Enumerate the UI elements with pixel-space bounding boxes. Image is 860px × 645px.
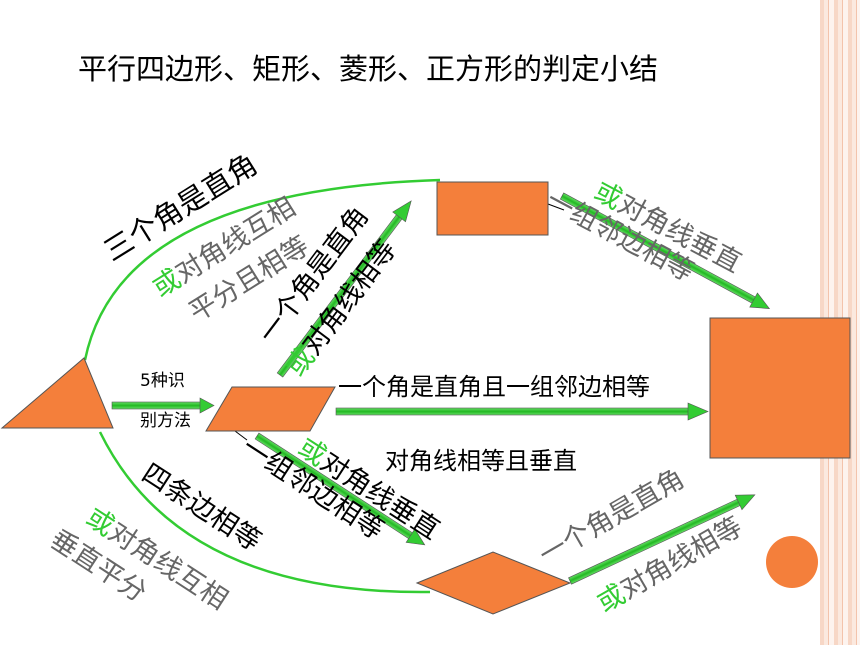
para-to-square-line2: 对角线相等且垂直 <box>385 447 577 475</box>
rhombus-shape <box>415 551 572 615</box>
arrow-para-to-square <box>335 402 709 421</box>
page-title: 平行四边形、矩形、菱形、正方形的判定小结 <box>78 52 658 86</box>
decorative-circle <box>766 536 818 588</box>
arrow-para-to-rect <box>276 200 412 378</box>
arrow-rect-to-square <box>559 192 771 309</box>
arrow-para-to-rhombus <box>254 432 426 546</box>
rectangle-shape <box>436 181 549 236</box>
methods-label-line1: 5种识 <box>140 371 185 391</box>
quadrilateral-shape <box>0 357 114 429</box>
arrow-rhombus-to-square <box>568 494 756 585</box>
parallelogram-shape <box>205 386 336 432</box>
para-to-square-line1: 一个角是直角且一组邻边相等 <box>338 373 650 401</box>
quad-to-rect-curve <box>83 178 441 361</box>
quad-to-rhombus-curve <box>98 431 431 594</box>
connector-line <box>547 203 565 211</box>
arrow-quad-to-para <box>111 397 215 414</box>
square-shape <box>709 317 851 459</box>
methods-label-line2: 别方法 <box>140 411 191 431</box>
